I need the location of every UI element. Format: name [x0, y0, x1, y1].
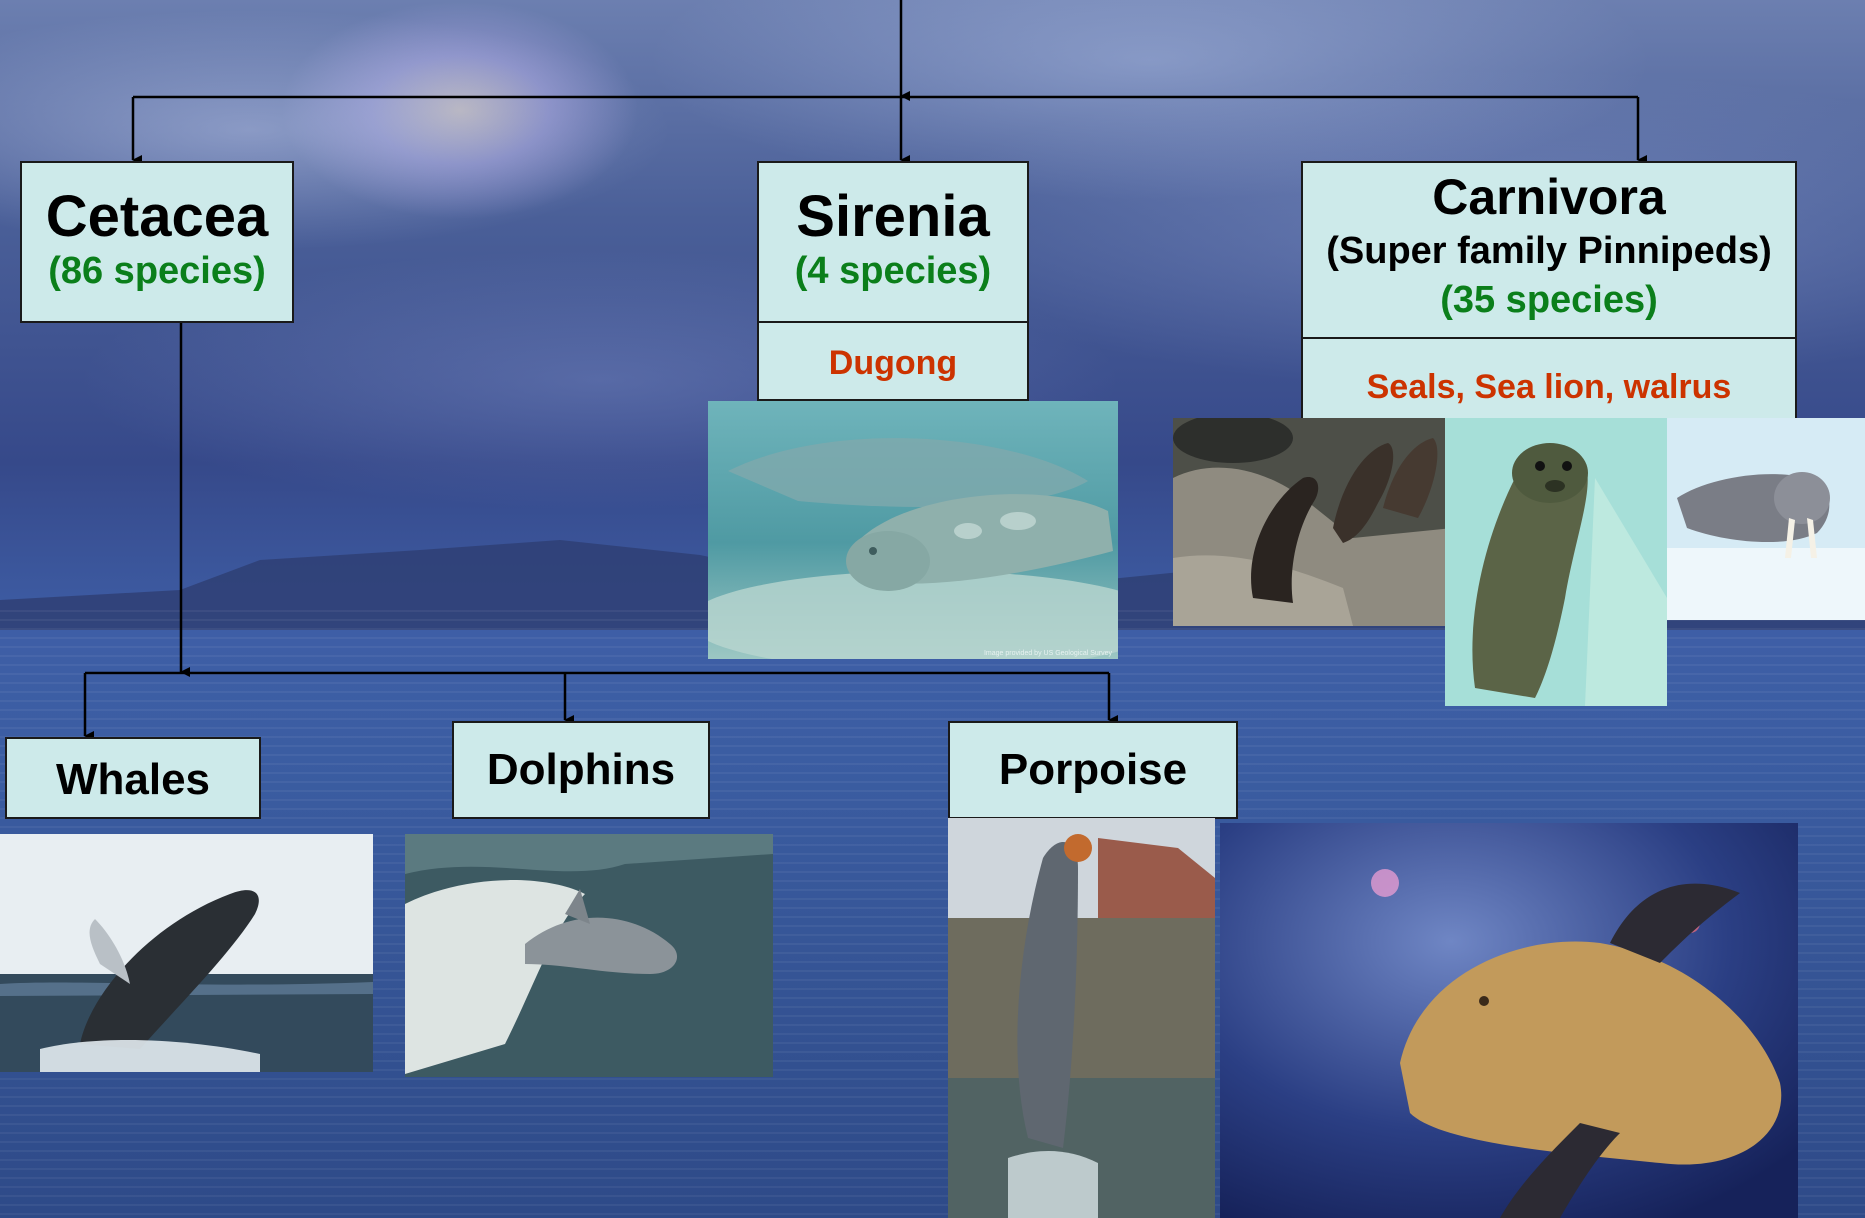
sirenia-examples-box: Dugong: [757, 321, 1029, 401]
dolphins-box: Dolphins: [452, 721, 710, 819]
cetacea-box: Cetacea (86 species): [20, 161, 294, 323]
dolphins-title: Dolphins: [454, 745, 708, 795]
seal-photo: [1445, 418, 1667, 706]
sirenia-title: Sirenia: [759, 185, 1027, 249]
porpoise-photo-underwater: [1220, 823, 1798, 1218]
whales-title: Whales: [7, 755, 259, 805]
porpoise-box: Porpoise: [948, 721, 1238, 819]
carnivora-box: Carnivora (Super family Pinnipeds) (35 s…: [1301, 161, 1797, 339]
whale-photo: [0, 834, 373, 1072]
porpoise-title: Porpoise: [950, 745, 1236, 795]
porpoise-photo-jumping: [948, 818, 1215, 1218]
whales-box: Whales: [5, 737, 261, 819]
dugong-photo-credit: Image provided by US Geological Survey: [984, 650, 1112, 657]
carnivora-title: Carnivora: [1303, 169, 1795, 225]
cetacea-title: Cetacea: [22, 185, 292, 249]
dugong-photo: Image provided by US Geological Survey: [708, 401, 1118, 659]
walrus-photo: [1667, 418, 1865, 620]
carnivora-examples: Seals, Sea lion, walrus: [1303, 367, 1795, 407]
sea-lions-photo: [1173, 418, 1453, 626]
carnivora-examples-box: Seals, Sea lion, walrus: [1301, 337, 1797, 423]
carnivora-species-count: (35 species): [1303, 277, 1795, 323]
sirenia-examples: Dugong: [759, 343, 1027, 383]
sirenia-species-count: (4 species): [759, 249, 1027, 293]
dolphin-photo: [405, 834, 773, 1077]
sirenia-box: Sirenia (4 species): [757, 161, 1029, 323]
cetacea-species-count: (86 species): [22, 249, 292, 293]
carnivora-subtitle: (Super family Pinnipeds): [1291, 225, 1807, 277]
